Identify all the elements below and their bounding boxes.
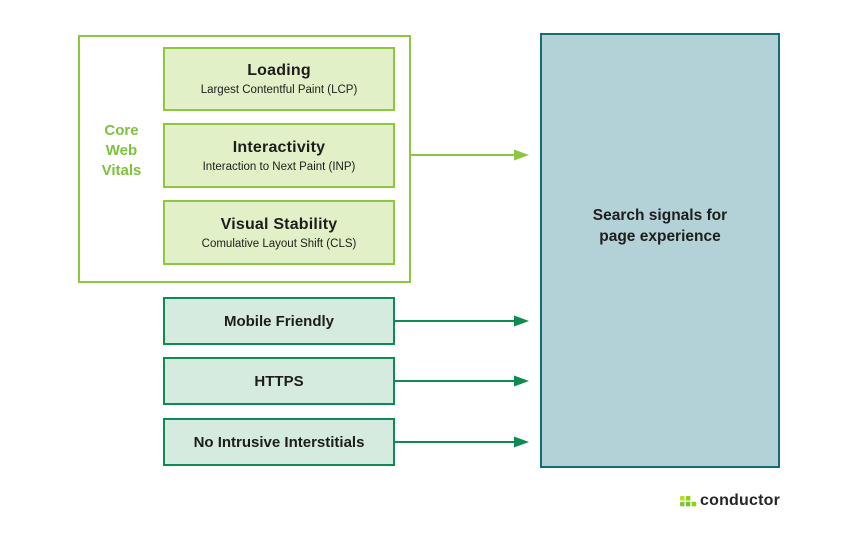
search-signals-box: Search signals for page experience: [540, 33, 780, 468]
conductor-logo: conductor: [680, 489, 780, 513]
vital-subtitle: Comulative Layout Shift (CLS): [201, 237, 357, 250]
core-web-vitals-label: Core Web Vitals: [101, 122, 142, 179]
vital-title: Loading: [247, 62, 311, 79]
vital-subtitle: Interaction to Next Paint (INP): [202, 160, 356, 173]
search-signals-label: Search signals for page experience: [592, 206, 728, 245]
vital-box-loading: Loading Largest Contentful Paint (LCP): [163, 47, 395, 111]
arrow-core-web-vitals: [411, 149, 529, 161]
core-web-vitals-group: Core Web Vitals Loading Largest Contentf…: [78, 35, 411, 283]
arrow-https: [395, 375, 529, 387]
vital-box-interactivity: Interactivity Interaction to Next Paint …: [163, 123, 395, 188]
vital-box-visual-stability: Visual Stability Comulative Layout Shift…: [163, 200, 395, 265]
arrow-no-intrusive-interstitials: [395, 436, 529, 448]
arrow-mobile-friendly: [395, 315, 529, 327]
vital-subtitle: Largest Contentful Paint (LCP): [200, 84, 358, 96]
vital-title: Interactivity: [232, 138, 326, 156]
vital-title: Visual Stability: [220, 215, 338, 233]
signal-box-no-intrusive-interstitials: No Intrusive Interstitials: [163, 418, 395, 466]
signal-box-https: HTTPS: [163, 357, 395, 405]
conductor-logo-text: conductor: [700, 492, 781, 509]
conductor-dots-icon: [680, 495, 697, 506]
signal-box-mobile-friendly: Mobile Friendly: [163, 297, 395, 345]
